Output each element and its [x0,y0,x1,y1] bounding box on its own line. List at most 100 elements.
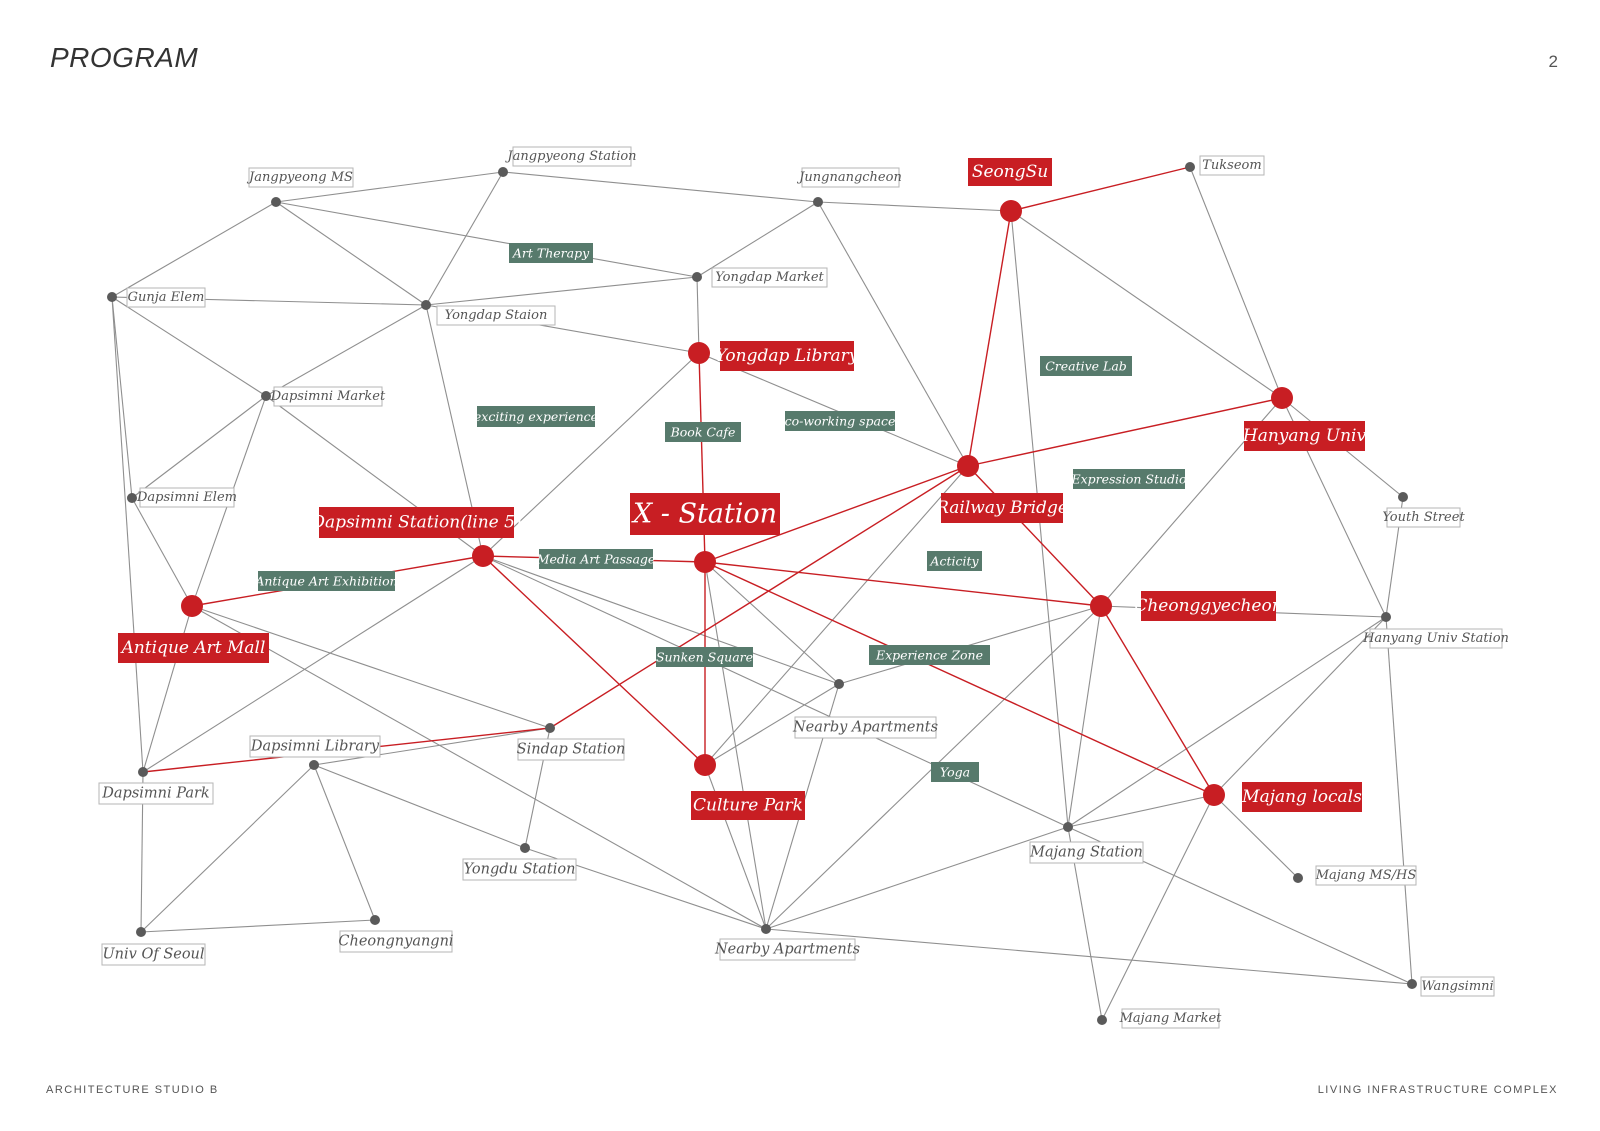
place-label-text: Hanyang Univ Station [1362,631,1509,646]
place-label-text: Nearby Apartments [792,720,938,736]
network-edge-highlight [704,465,969,563]
place-label-text: Dapsimni Park [101,786,209,802]
network-edge [1189,166,1283,399]
network-edge [111,296,267,397]
program-label-text: Experience Zone [875,648,983,663]
network-edge [140,764,315,933]
network-edge [265,304,427,397]
network-edge [313,727,551,766]
place-label: Cheongnyangni [338,930,454,953]
network-edge-highlight [967,465,1102,607]
place-node [421,300,431,310]
program-label-text: Acticity [929,554,979,569]
program-label-text: Sunken Square [656,650,753,665]
program-label-text: co-working space [785,414,896,429]
place-label: Univ Of Seoul [101,943,206,966]
place-label-text: Yongdap Market [715,270,824,285]
place-node [261,391,271,401]
network-edge [704,683,840,766]
hub-node [957,455,979,477]
network-edge [704,465,969,766]
place-label-text: Gunja Elem [128,290,205,305]
place-label: Sindap Station [517,738,626,761]
place-label: Dapsimni Market [270,386,386,407]
hub-label-text: SeongSu [972,162,1048,182]
place-label: Nearby Apartments [714,938,860,961]
network-edge-highlight [704,561,1215,796]
network-edge [142,555,484,773]
hub-label: Cheonggyecheon [1134,591,1283,621]
hub-label-text: Dapsimni Station(line 5) [310,513,521,533]
hub-node [694,551,716,573]
place-label-box [801,167,900,188]
page-title: PROGRAM [50,42,199,73]
program-label-box [656,647,753,667]
hub-node [1271,387,1293,409]
program-label: co-working space [785,411,896,431]
place-label-text: Jangpyeong MS [246,170,353,185]
program-label: Expression Studio [1070,469,1187,489]
footer-studio-name: ARCHITECTURE STUDIO B [46,1084,219,1096]
place-label: Dapsimni Library [249,735,381,758]
network-edge [1213,616,1387,796]
place-label: Majang MS/HS [1315,865,1417,886]
hub-label-text: Cheonggyecheon [1134,596,1282,616]
place-label: Yongdu Station [462,858,577,881]
network-nodes [107,162,1417,1025]
network-edge [817,201,1012,212]
place-label-box [517,738,625,761]
program-label: Sunken Square [656,647,753,667]
place-label: Majang Market [1119,1008,1222,1029]
place-label-text: Jungnangcheon [796,170,902,185]
place-node [1063,822,1073,832]
hub-label: Yongdap Library [716,341,859,371]
program-label-box [477,406,595,427]
hub-label-text: Culture Park [693,796,803,816]
place-node [1398,492,1408,502]
place-node [107,292,117,302]
place-node [1407,979,1417,989]
place-label-text: Yongdu Station [464,862,576,878]
network-edge [313,764,376,921]
network-edge [425,171,504,306]
hub-label-text: Yongdap Library [716,346,859,366]
hub-label: Antique Art Mall [118,633,269,663]
network-edge-highlight [1100,605,1215,796]
place-label-box [794,716,937,739]
hub-label: Railway Bridge [935,493,1068,523]
place-label-text: Univ Of Seoul [102,947,204,963]
network-edge [696,201,819,278]
network-edge [111,296,144,773]
place-label-box [1121,1008,1220,1029]
network-edge-highlight [1010,166,1191,212]
hub-node [1000,200,1022,222]
hub-label-text: Majang locals [1241,787,1362,807]
place-label-text: Cheongnyangni [338,934,453,950]
program-label-box [1073,469,1185,489]
place-label-text: Sindap Station [517,742,626,758]
program-label-box [927,551,982,571]
place-label-text: Tukseom [1202,158,1261,173]
hub-label-box [319,507,514,538]
place-node [813,197,823,207]
place-node [834,679,844,689]
place-node [1293,873,1303,883]
network-edge [482,352,700,557]
network-edge [425,276,698,306]
network-edge [142,605,193,773]
program-label: Book Cafe [665,422,741,442]
hub-node [688,342,710,364]
hub-label: Majang locals [1241,782,1362,812]
network-edge [1385,616,1413,985]
program-label-text: exciting experience [474,409,598,424]
network-edge [482,555,840,685]
place-label-box [1369,628,1503,649]
hub-label-box [630,493,780,535]
network-edge [1101,794,1215,1021]
network-edge [275,171,504,203]
hub-node [472,545,494,567]
program-label: Media Art Passage [536,549,655,569]
program-label-box [1040,356,1132,376]
place-label-box [512,146,632,167]
place-label-text: Jangpyeong Station [504,149,636,164]
